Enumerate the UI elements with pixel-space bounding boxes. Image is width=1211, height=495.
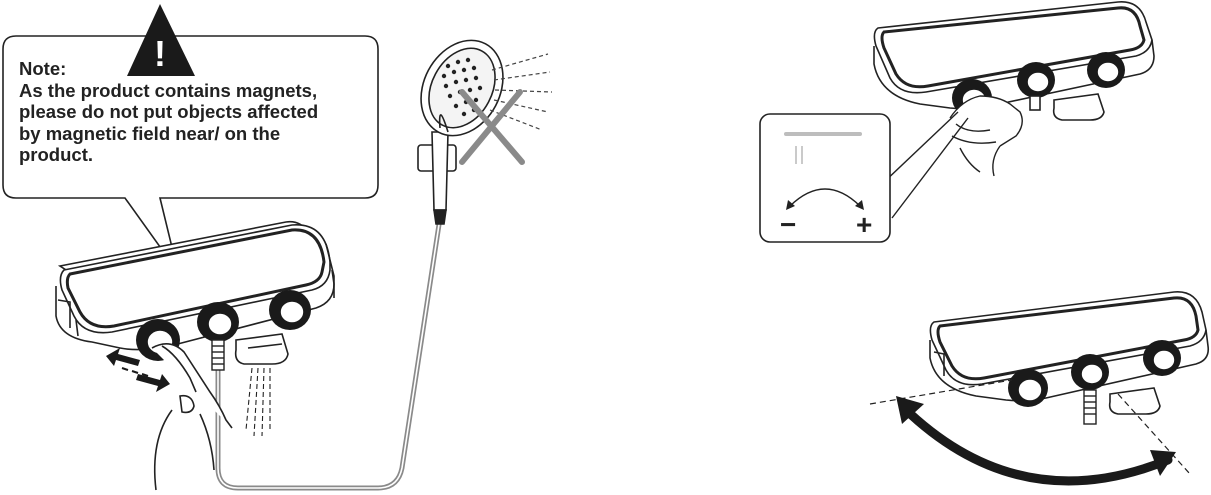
- thermostat-knob-right: [269, 290, 311, 330]
- zoom-callout-lines: [881, 111, 969, 219]
- rotation-reference-lines: [869, 379, 1191, 475]
- bottom-right-hose-connector: [1083, 389, 1097, 425]
- water-stream: [245, 367, 271, 437]
- svg-text:!: !: [154, 33, 166, 74]
- hand-icon: [949, 95, 1023, 177]
- note-line-4: product.: [19, 144, 93, 165]
- magnet-warning-note: Note: As the product contains magnets, p…: [0, 0, 380, 210]
- bottom-right-knob-left: [1008, 369, 1048, 407]
- push-arrows: [106, 348, 170, 392]
- top-right-knob-middle: [1017, 62, 1055, 98]
- bottom-right-knob-middle: [1071, 354, 1109, 390]
- bottom-right-spout: [1108, 387, 1161, 415]
- note-line-3: by magnetic field near/ on the: [19, 122, 281, 144]
- bath-spout: [234, 333, 289, 365]
- thermostat-knob-middle: [197, 302, 239, 342]
- temperature-inset-box: [759, 113, 891, 243]
- top-right-knob-right: [1087, 52, 1125, 88]
- top-right-spout: [1029, 93, 1105, 121]
- decrease-symbol: −: [780, 209, 796, 240]
- rotation-arrow-icon: [896, 396, 1176, 486]
- bottom-right-knob-right: [1143, 340, 1181, 376]
- shower-head-icon: [417, 39, 504, 225]
- note-line-2: please do not put objects affected: [19, 101, 319, 122]
- hand-icon: [151, 343, 233, 491]
- note-line-1: As the product contains magnets,: [19, 79, 318, 101]
- note-heading: Note:: [19, 58, 67, 79]
- cross-out-icon: [459, 89, 525, 165]
- warning-icon: !: [127, 4, 195, 76]
- hose-connector: [211, 339, 225, 371]
- increase-symbol: +: [856, 209, 872, 240]
- thermostat-unit-main: [55, 220, 335, 351]
- note-text-block: Note: As the product contains magnets, p…: [19, 58, 379, 166]
